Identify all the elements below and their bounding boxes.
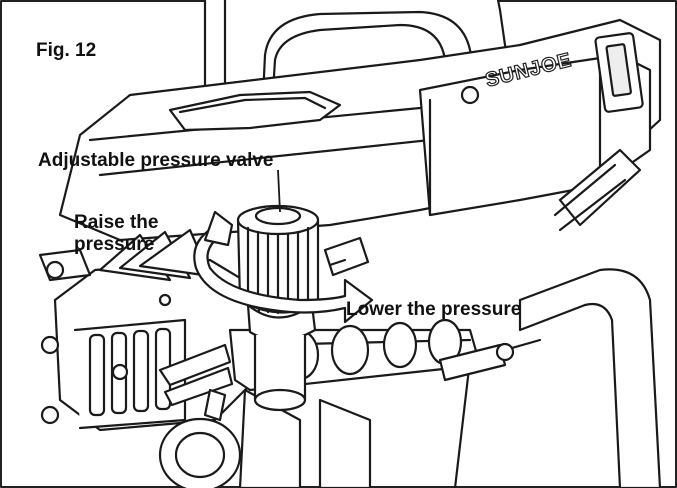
callout-raise-pressure: Raise the pressure [74,212,158,256]
callout-raise-line1: Raise the [74,212,159,233]
callout-raise-line2: pressure [74,234,155,255]
rotation-arrow-icon [193,210,374,324]
callout-adjustable-valve: Adjustable pressure valve [38,150,274,171]
figure-label: Fig. 12 [36,40,97,61]
callout-lower-pressure: Lower the pressure [346,299,522,320]
